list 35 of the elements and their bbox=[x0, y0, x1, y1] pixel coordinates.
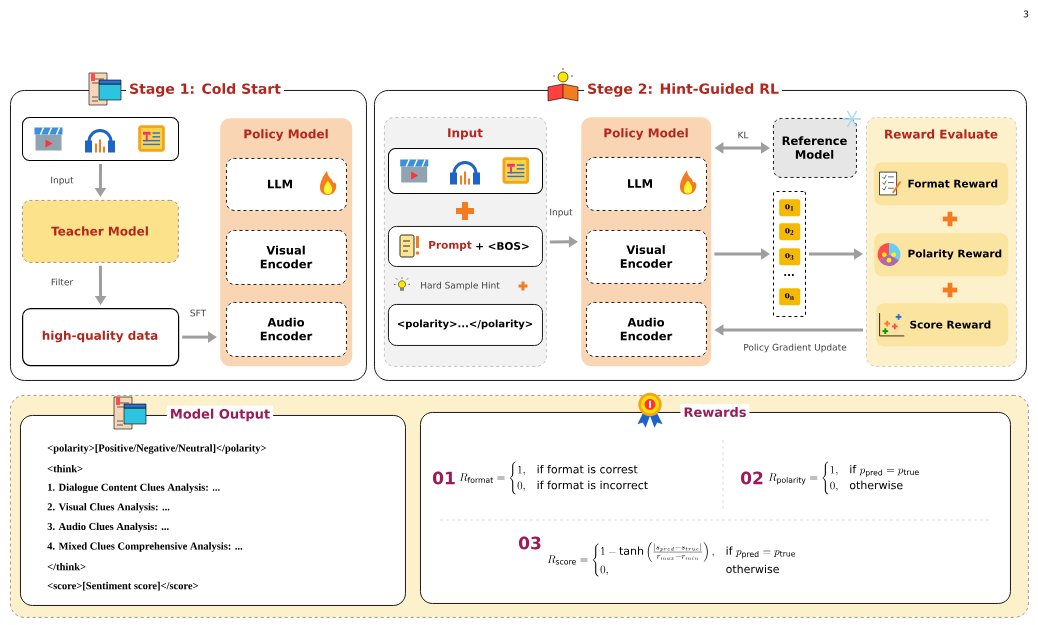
output-group-box bbox=[773, 191, 806, 317]
reward-box: Polarity Reward bbox=[874, 233, 1009, 277]
edge-label: KL bbox=[736, 130, 750, 140]
prompt-box: Prompt + <BOS> bbox=[388, 226, 543, 267]
module-box: LLM bbox=[226, 158, 347, 211]
hint-label: Hard Sample Hint bbox=[421, 281, 500, 291]
formula: $R_{\text{format}} = \begin{cases} 1, & \text{if format is correst}\\ 0, & \text{if format is incorrect} \end{cases}$ bbox=[459, 461, 648, 495]
output-token-box: o$_{n}$ bbox=[779, 288, 801, 306]
reward-box: Format Reward bbox=[874, 162, 1009, 206]
output-token-box: o$_{1}$ bbox=[779, 199, 801, 217]
model-output-card: Model Output <polarity>[Positive/Negative/Neutral]</polarity> <think> 1. Dialogue Content Clues Analysis: ... 2. Visual Clues Analysis: ... 3. Audio Clues Analysis: ... 4. Mixed Clues Comprehensive Analysis: ... </think> <score>[Sentiment score]</score> bbox=[20, 405, 406, 606]
tag-box: <polarity>...</polarity> bbox=[388, 304, 543, 346]
module-box: Visual Encoder bbox=[226, 230, 347, 285]
formula: $R_{\text{polarity}} = \begin{cases} 1, & \text{if } p_{\text{pred}} = p_{\text{true}}\\ 0, & \text{otherwise} \end{cases}$ bbox=[768, 461, 919, 495]
reference-model-box: Reference Model bbox=[773, 118, 857, 178]
module-box: Visual Encoder bbox=[586, 230, 707, 284]
edge-label: Input bbox=[49, 175, 75, 187]
edge-label: Input bbox=[548, 207, 574, 219]
edge-label: Filter bbox=[49, 277, 75, 287]
data-box: high-quality data bbox=[22, 308, 180, 367]
section-number: 02 bbox=[741, 471, 763, 485]
module-box: LLM bbox=[586, 157, 707, 211]
edge-label: SFT bbox=[188, 308, 208, 318]
formula: $R_{\text{score}} = \begin{cases} 1-\tanh\left(\frac{|s_{pred}-s_{true}|}{r_{max}-r_{min}}\right), & \text{if } p_{\text{pred}} = p_{\text{true}}\\ 0, & \text{otherwise} \end{cases}$ bbox=[547, 542, 796, 577]
ellipsis: ... bbox=[784, 274, 794, 276]
teacher-model-box: Teacher Model bbox=[22, 200, 179, 263]
section-number: 01 bbox=[433, 471, 455, 485]
module-box: Audio Encoder bbox=[586, 302, 707, 357]
module-box: Audio Encoder bbox=[226, 302, 347, 357]
reward-box: Score Reward bbox=[876, 303, 1009, 347]
section-number: 03 bbox=[519, 536, 541, 550]
output-token-box: o$_{3}$ bbox=[779, 248, 801, 266]
edge-label: Policy Gradient Update bbox=[742, 342, 848, 354]
page-number: 3 bbox=[1023, 10, 1029, 18]
output-token-box: o$_{2}$ bbox=[779, 223, 801, 241]
